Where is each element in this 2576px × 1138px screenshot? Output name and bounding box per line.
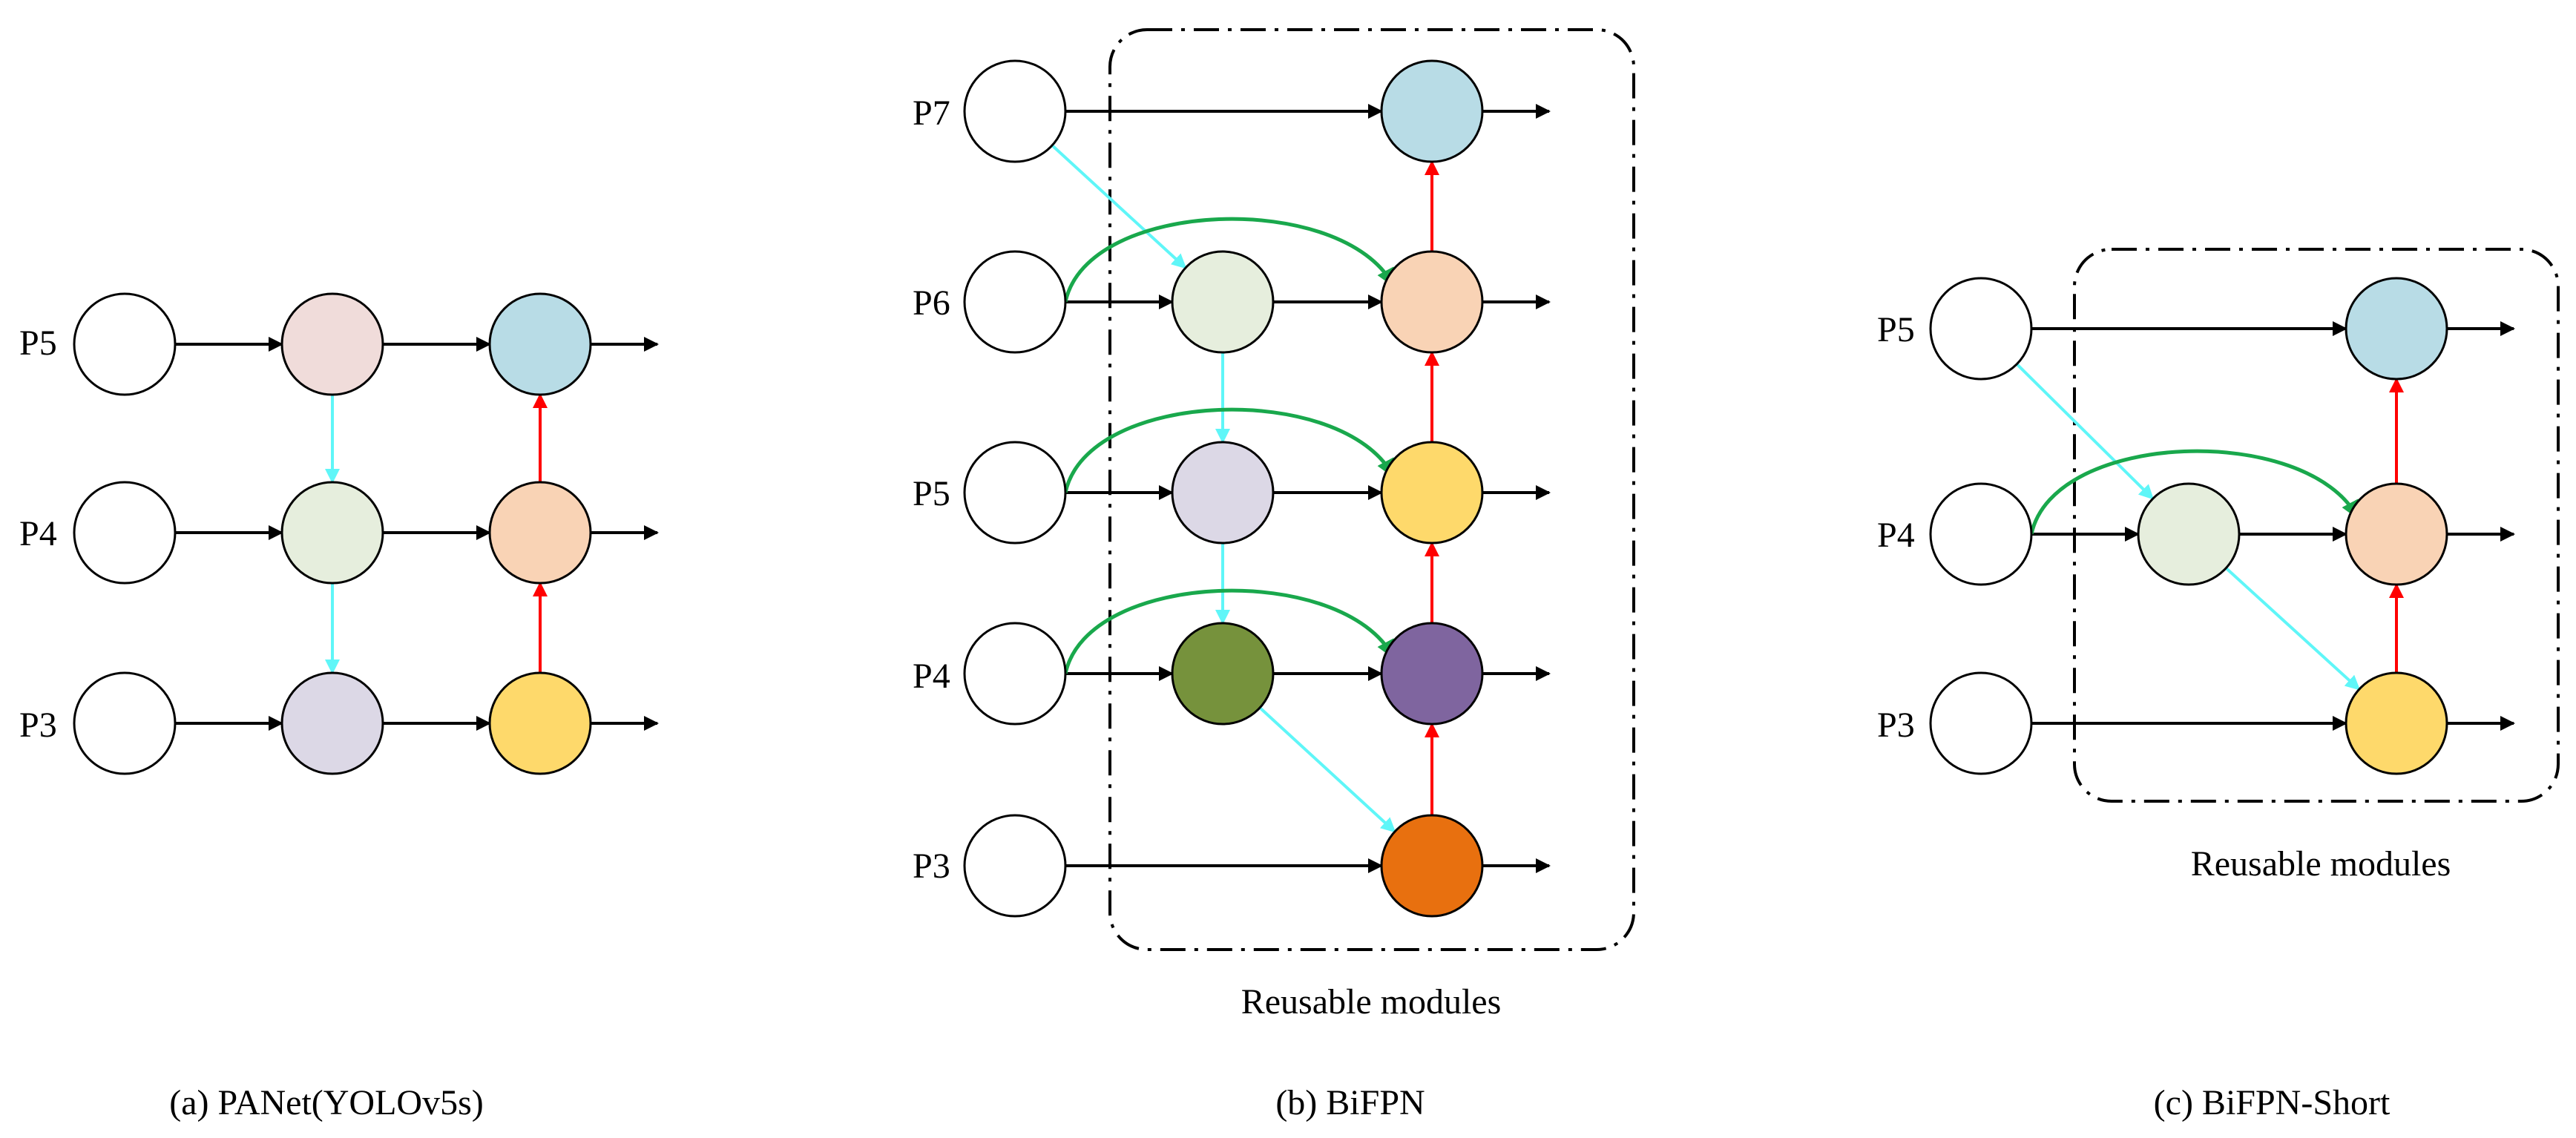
- caption-c: (c) BiFPN-Short: [2154, 1083, 2391, 1122]
- level-label-a-1: P4: [19, 514, 57, 553]
- top_down-arrow-26: [1051, 144, 1187, 269]
- node-b-c2-r4: [1380, 814, 1484, 918]
- node-c-c2-r2: [2345, 671, 2448, 775]
- node-b-c0-r1: [963, 250, 1067, 354]
- node-a-c0-r2: [73, 671, 177, 775]
- skip-arrow-36: [1063, 588, 1396, 674]
- level-label-c-0: P5: [1877, 310, 1915, 349]
- level-label-c-2: P3: [1877, 706, 1915, 745]
- node-b-c2-r2: [1380, 441, 1484, 545]
- reusable-box-c: [2073, 248, 2560, 803]
- reusable-label-b: Reusable modules: [1241, 982, 1502, 1022]
- node-a-c0-r0: [73, 292, 177, 396]
- node-b-c0-r3: [963, 622, 1067, 726]
- node-a-c1-r0: [280, 292, 384, 396]
- node-a-c1-r1: [280, 481, 384, 585]
- node-b-c2-r3: [1380, 622, 1484, 726]
- level-label-b-2: P5: [913, 474, 950, 513]
- node-b-c0-r2: [963, 441, 1067, 545]
- level-label-c-1: P4: [1877, 516, 1915, 555]
- level-label-b-1: P6: [913, 283, 950, 323]
- node-b-c2-r1: [1380, 250, 1484, 354]
- node-b-c1-r1: [1171, 250, 1275, 354]
- node-c-c2-r1: [2345, 482, 2448, 586]
- caption-a: (a) PANet(YOLOv5s): [169, 1083, 484, 1122]
- level-label-b-3: P4: [913, 657, 950, 696]
- level-label-b-0: P7: [913, 93, 950, 133]
- node-a-c2-r0: [488, 292, 592, 396]
- top_down-arrow-44: [2015, 363, 2155, 500]
- node-a-c2-r2: [488, 671, 592, 775]
- skip-arrow-35: [1063, 407, 1396, 493]
- reusable-box-b: [1108, 28, 1635, 951]
- nodes-layer: [73, 59, 2448, 918]
- node-b-c1-r2: [1171, 441, 1275, 545]
- caption-b: (b) BiFPN: [1275, 1083, 1425, 1122]
- node-c-c2-r0: [2345, 277, 2448, 381]
- level-label-b-4: P3: [913, 846, 950, 886]
- node-c-c0-r1: [1929, 482, 2033, 586]
- node-b-c0-r4: [963, 814, 1067, 918]
- level-label-a-2: P3: [19, 706, 57, 745]
- node-b-c1-r3: [1171, 622, 1275, 726]
- top_down-arrow-45: [2224, 567, 2361, 691]
- top_down-arrow-29: [1258, 706, 1396, 833]
- node-a-c2-r1: [488, 481, 592, 585]
- node-c-c0-r0: [1929, 277, 2033, 381]
- node-c-c1-r1: [2137, 482, 2241, 586]
- skip-arrow-34: [1063, 217, 1396, 303]
- node-b-c0-r0: [963, 59, 1067, 163]
- node-b-c2-r0: [1380, 59, 1484, 163]
- skip-arrow-48: [2029, 449, 2360, 535]
- node-a-c1-r2: [280, 671, 384, 775]
- node-a-c0-r1: [73, 481, 177, 585]
- level-label-a-0: P5: [19, 323, 57, 363]
- reusable-label-c: Reusable modules: [2191, 844, 2451, 884]
- edges-layer: [175, 104, 2515, 873]
- node-c-c0-r2: [1929, 671, 2033, 775]
